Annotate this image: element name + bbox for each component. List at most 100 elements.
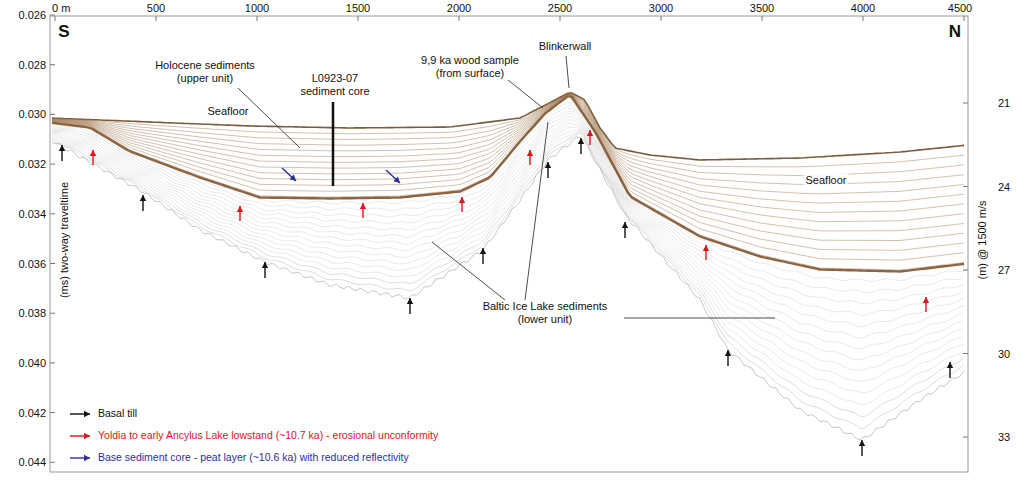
- holocene-reflector: [52, 94, 964, 213]
- holocene-reflector: [52, 94, 964, 240]
- axis-tick-label: 2500: [548, 2, 572, 15]
- leader-line: [432, 242, 505, 300]
- lower-unit-reflector: [52, 129, 964, 393]
- axis-tick-label: 3000: [649, 2, 673, 15]
- lower-unit-reflector: [52, 130, 964, 405]
- holocene-reflector: [52, 94, 964, 222]
- axis-tick-label: 0.042: [18, 406, 46, 419]
- axis-tick-label: 0.032: [18, 158, 46, 171]
- axis-tick-label: 1000: [245, 2, 269, 15]
- axis-tick-label: 0.044: [18, 456, 46, 469]
- axis-tick-label: 4500: [948, 2, 972, 15]
- tick-mark: [50, 362, 55, 363]
- compass-label: S: [58, 22, 69, 41]
- sample-label: 9,9 ka wood sample (from surface): [410, 54, 530, 80]
- tick-mark: [257, 16, 258, 21]
- compass-label: N: [949, 22, 961, 41]
- till-arrow: [480, 248, 486, 264]
- axis-tick-label: 4000: [851, 2, 875, 15]
- leader-line: [624, 318, 775, 319]
- core-label: L0923-07 sediment core: [295, 72, 375, 98]
- axis-tick-label: 0.030: [18, 108, 46, 121]
- tick-mark: [963, 186, 968, 187]
- feature-label: Blinkerwall: [539, 40, 592, 53]
- tick-mark: [50, 263, 55, 264]
- axis-tick-label: 0.036: [18, 257, 46, 270]
- lower-unit-reflector: [52, 123, 964, 370]
- axis-tick-label: 2000: [447, 2, 471, 15]
- plot-frame: [50, 16, 968, 472]
- legend-text: Base sediment core - peat layer (~10.6 k…: [98, 451, 409, 464]
- erosional-unconformity: [52, 96, 964, 272]
- leader-line: [508, 80, 543, 108]
- leader-line: [566, 56, 569, 88]
- tick-mark: [661, 16, 662, 21]
- axis-tick-label: 0.038: [18, 307, 46, 320]
- unit-label: Holocene sediments (upper unit): [145, 59, 265, 85]
- lower-unit-reflector: [52, 113, 964, 338]
- peat-arrow: [386, 170, 400, 183]
- tick-mark: [963, 437, 968, 438]
- tick-mark: [964, 16, 965, 21]
- unconformity-arrow: [237, 206, 243, 221]
- axis-tick-label: 0.028: [18, 58, 46, 71]
- legend-arrow-sample: [70, 455, 90, 461]
- leader-line: [238, 88, 300, 148]
- axis-tick-label: 500: [147, 2, 165, 15]
- till-arrow: [262, 262, 268, 278]
- axis-tick-label: 0.034: [18, 207, 46, 220]
- axis-title: (m) @ 1500 m/s: [976, 200, 989, 279]
- tick-mark: [358, 16, 359, 21]
- axis-tick-label: 0.026: [18, 9, 46, 22]
- tick-mark: [50, 164, 55, 165]
- holocene-reflector: [52, 94, 964, 260]
- unit-label: Baltic Ice Lake sediments (lower unit): [470, 300, 620, 326]
- holocene-reflector: [52, 94, 964, 231]
- tick-mark: [963, 353, 968, 354]
- legend-arrow-sample: [70, 433, 90, 439]
- unconformity-arrow: [360, 203, 366, 218]
- lower-unit-reflector: [52, 133, 964, 429]
- till-arrow: [140, 195, 146, 211]
- till-arrow: [859, 440, 865, 456]
- tick-mark: [50, 15, 55, 16]
- unconformity-arrow: [527, 150, 533, 165]
- tick-mark: [963, 103, 968, 104]
- unconformity-arrow: [923, 297, 929, 312]
- tick-mark: [459, 16, 460, 21]
- unconformity-arrow: [703, 245, 709, 260]
- tick-mark: [50, 313, 55, 314]
- axis-tick-label: 3500: [750, 2, 774, 15]
- till-arrow: [622, 222, 628, 238]
- axis-tick-label: 1500: [346, 2, 370, 15]
- lower-unit-reflector: [52, 127, 964, 381]
- peat-arrow: [282, 168, 296, 181]
- basal-till-reflector: [52, 137, 964, 440]
- axis-tick-label: 27: [998, 264, 1010, 277]
- axis-title: (ms) two-way traveltime: [58, 182, 71, 298]
- seafloor-label: Seafloor: [206, 105, 251, 118]
- legend-text: Yoldia to early Ancylus Lake lowstand (~…: [98, 429, 438, 442]
- till-arrow: [59, 145, 65, 161]
- tick-mark: [50, 213, 55, 214]
- tick-mark: [50, 64, 55, 65]
- holocene-reflector: [52, 95, 964, 271]
- axis-tick-label: 21: [998, 97, 1010, 110]
- tick-mark: [863, 16, 864, 21]
- tick-mark: [55, 16, 56, 21]
- holocene-reflector: [52, 93, 964, 160]
- sediment-core: [332, 102, 335, 186]
- unconformity-arrow: [459, 197, 465, 212]
- axis-tick-label: 0.040: [18, 356, 46, 369]
- axis-tick-label: 24: [998, 180, 1010, 193]
- leader-line: [525, 122, 548, 300]
- axis-tick-label: 30: [998, 347, 1010, 360]
- tick-mark: [560, 16, 561, 21]
- till-arrow: [725, 350, 731, 366]
- unconformity-arrow: [587, 130, 593, 145]
- till-arrow: [947, 362, 953, 378]
- seafloor-label: Seafloor: [804, 174, 849, 187]
- tick-mark: [762, 16, 763, 21]
